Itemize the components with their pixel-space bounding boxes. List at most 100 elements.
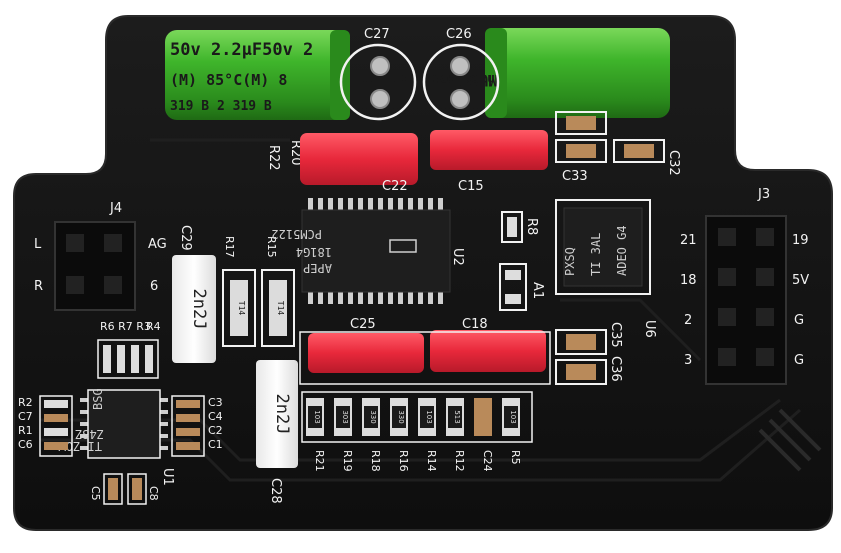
label-c6: C6 bbox=[18, 438, 33, 451]
chip-u1: BSG TI ZOW Z4SZ bbox=[58, 388, 168, 459]
resistor-marking-area bbox=[420, 406, 434, 428]
label-c7: C7 bbox=[18, 410, 33, 423]
c28-value: 2n2J bbox=[272, 394, 292, 435]
label-u2: U2 bbox=[450, 248, 465, 266]
u1-line2: TI ZOW bbox=[58, 439, 102, 453]
label-j3-18: 18 bbox=[680, 273, 697, 288]
label-j3-3: 3 bbox=[684, 353, 692, 368]
label-c29: C29 bbox=[178, 225, 193, 251]
label-c1: C1 bbox=[208, 438, 223, 451]
resistor-marking-area bbox=[364, 406, 378, 428]
resistor-value: 303 bbox=[341, 410, 349, 423]
label-c8: C8 bbox=[147, 486, 160, 501]
resistor-r17: T14 bbox=[222, 269, 256, 347]
label-c36: C36 bbox=[608, 356, 623, 382]
label-c27: C27 bbox=[364, 27, 390, 42]
label-c5: C5 bbox=[89, 486, 102, 501]
label-j4-ag: AG bbox=[148, 237, 167, 252]
label-a1: A1 bbox=[530, 282, 545, 299]
label-c35: C35 bbox=[608, 322, 623, 348]
film-capacitor-c28: 2n2J bbox=[256, 360, 298, 468]
label-r16: R16 bbox=[397, 450, 410, 472]
label-c4: C4 bbox=[208, 410, 223, 423]
resistor-marking-area bbox=[476, 406, 490, 428]
label-c32: C32 bbox=[666, 150, 681, 176]
resistor-array-top bbox=[97, 339, 159, 379]
smd-capacitors-top-right bbox=[555, 111, 665, 163]
label-j3-g2: G bbox=[794, 353, 804, 368]
dac-line1: PCM5122 bbox=[271, 227, 322, 241]
label-r17: R17 bbox=[223, 236, 236, 258]
resistor-value: 330 bbox=[397, 410, 405, 423]
label-c22: C22 bbox=[382, 179, 408, 194]
label-j3-5v: 5V bbox=[792, 273, 809, 288]
label-c26: C26 bbox=[446, 27, 472, 42]
label-r18: R18 bbox=[369, 450, 382, 472]
label-j4-l: L bbox=[34, 237, 42, 252]
dac-line2: 181G4 bbox=[296, 245, 332, 259]
label-r4: R4 bbox=[146, 320, 161, 333]
film-capacitor-c18 bbox=[430, 330, 546, 372]
smd-capacitors-c35-c36 bbox=[555, 329, 607, 385]
label-j3-2: 2 bbox=[684, 313, 692, 328]
smd-right-of-u1 bbox=[171, 395, 205, 457]
resistor-r15: T14 bbox=[261, 269, 295, 347]
film-capacitor-c29: 2n2J bbox=[172, 255, 216, 363]
dac-line3: APEP bbox=[303, 261, 332, 275]
cap-label-line1: MUSE MUSE bbox=[411, 71, 498, 90]
label-r8: R8 bbox=[524, 218, 539, 235]
resistor-marking-area bbox=[448, 406, 462, 428]
cap-footprints bbox=[339, 43, 500, 121]
cap-label-line3: 319 B 2 319 B bbox=[170, 99, 272, 114]
label-r1: R1 bbox=[18, 424, 33, 437]
label-r5: R5 bbox=[509, 450, 522, 465]
label-j3: J3 bbox=[757, 187, 770, 202]
cap-label-line2: (M) 85°C(M) 8 bbox=[170, 71, 287, 89]
u1-line3: Z4SZ bbox=[75, 427, 104, 441]
header-j4 bbox=[54, 221, 136, 311]
qfn-chip-u6: PXSQ TI 3AL ADEO G4 bbox=[555, 199, 651, 295]
qfn-line3: ADEO G4 bbox=[615, 225, 629, 276]
dac-chip-pcm5122: PCM5122 181G4 APEP bbox=[271, 198, 451, 304]
label-c33: C33 bbox=[562, 169, 588, 184]
label-u6: U6 bbox=[642, 320, 657, 338]
r17-value: T14 bbox=[237, 301, 246, 316]
label-c24: C24 bbox=[481, 450, 494, 472]
r15-value: T14 bbox=[276, 301, 285, 316]
resistor-marking-area bbox=[392, 406, 406, 428]
u1-line1: BSG bbox=[91, 388, 105, 410]
electrolytic-capacitor-left: 50v 2.2μF50v 2 (M) 85°C(M) 8 319 B 2 319… bbox=[165, 30, 350, 120]
label-c15: C15 bbox=[458, 179, 484, 194]
label-j3-19: 19 bbox=[792, 233, 809, 248]
resistor-value: 103 bbox=[425, 410, 433, 423]
decorative-traces-corner bbox=[758, 408, 822, 472]
label-c25: C25 bbox=[350, 317, 376, 332]
film-capacitor-c22 bbox=[300, 133, 418, 185]
cap-label-line1: 50v 2.2μF50v 2 bbox=[170, 40, 313, 60]
resistor-r8 bbox=[501, 211, 523, 243]
resistor-value: 330 bbox=[369, 410, 377, 423]
label-r19: R19 bbox=[341, 450, 354, 472]
film-capacitor-c15 bbox=[430, 130, 548, 170]
component-a1 bbox=[499, 263, 527, 311]
label-r12: R12 bbox=[453, 450, 466, 472]
label-j4-6: 6 bbox=[150, 279, 158, 294]
resistor-marking-area bbox=[504, 406, 518, 428]
label-j3-g1: G bbox=[794, 313, 804, 328]
label-c3: C3 bbox=[208, 396, 223, 409]
smd-c5-c8 bbox=[103, 473, 147, 505]
label-j3-21: 21 bbox=[680, 233, 697, 248]
qfn-line2: TI 3AL bbox=[589, 233, 603, 276]
label-c28: C28 bbox=[268, 478, 283, 504]
resistor-marking-area bbox=[308, 406, 322, 428]
label-c18: C18 bbox=[462, 317, 488, 332]
label-j4-r: R bbox=[34, 279, 43, 294]
label-r22: R22 bbox=[266, 145, 281, 171]
label-j4: J4 bbox=[109, 201, 122, 216]
film-capacitor-c25 bbox=[308, 333, 424, 373]
smd-left-column bbox=[39, 395, 73, 457]
resistor-value: 103 bbox=[313, 410, 321, 423]
label-c2: C2 bbox=[208, 424, 223, 437]
resistor-value: 103 bbox=[509, 410, 517, 423]
